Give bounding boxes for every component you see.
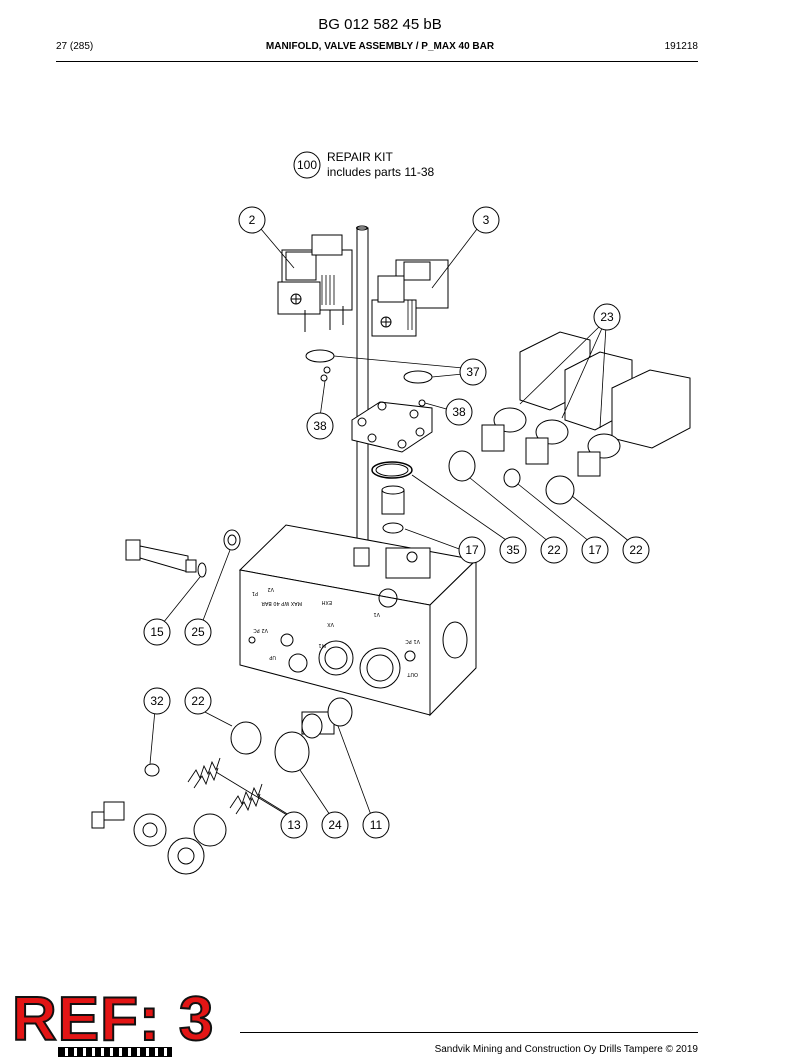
svg-text:11: 11 xyxy=(370,818,383,832)
callout: 38 xyxy=(306,412,334,440)
block-port-labels: P1 V2 MAX WP 40 BAR EXH V1 V2 PC V1 PC M… xyxy=(252,586,420,677)
springs-13-drawing xyxy=(187,757,263,815)
svg-text:17: 17 xyxy=(465,543,479,557)
repair-kit-title: REPAIR KIT xyxy=(327,150,393,164)
callout: 37 xyxy=(459,358,487,386)
footer-copyright: Sandvik Mining and Construction Oy Drill… xyxy=(434,1044,698,1055)
svg-text:V1: V1 xyxy=(373,611,380,617)
page-title: MANIFOLD, VALVE ASSEMBLY / P_MAX 40 BAR xyxy=(265,41,495,52)
o-ring-37-right xyxy=(403,370,433,384)
callout: 2 xyxy=(238,206,266,234)
callout: 24 xyxy=(321,811,349,839)
svg-text:17: 17 xyxy=(588,543,602,557)
svg-text:22: 22 xyxy=(547,543,561,557)
callout: 35 xyxy=(499,536,527,564)
svg-text:15: 15 xyxy=(150,625,164,639)
footer-rule xyxy=(240,1032,698,1033)
callout: 17 xyxy=(458,536,486,564)
callout: 32 xyxy=(143,687,171,715)
callout: 38 xyxy=(445,398,473,426)
solenoid-2-drawing xyxy=(277,234,353,332)
svg-text:38: 38 xyxy=(313,419,327,433)
pin-15-drawing xyxy=(125,539,197,573)
svg-text:25: 25 xyxy=(191,625,205,639)
plug-11-drawing xyxy=(301,697,353,739)
callout: 22 xyxy=(622,536,650,564)
reference-stamp: REF: 3 xyxy=(11,984,215,1055)
svg-text:23: 23 xyxy=(600,310,614,324)
document-code: BG 012 582 45 bB xyxy=(318,16,442,33)
center-rod xyxy=(356,227,369,559)
adapter-plate-drawing xyxy=(351,401,433,453)
svg-text:22: 22 xyxy=(191,694,205,708)
svg-text:24: 24 xyxy=(328,818,342,832)
svg-text:EXH: EXH xyxy=(321,599,332,605)
svg-text:38: 38 xyxy=(452,405,466,419)
svg-text:V2 PC: V2 PC xyxy=(253,627,268,633)
callout: 17 xyxy=(581,536,609,564)
svg-text:P1: P1 xyxy=(252,590,258,596)
callout: 13 xyxy=(280,811,308,839)
repair-kit-includes: includes parts 11-38 xyxy=(327,165,435,179)
svg-text:13: 13 xyxy=(287,818,301,832)
callout-balloons: 2 3 23 37 38 38 17 35 22 17 22 15 25 32 … xyxy=(143,206,650,839)
footer-logo xyxy=(58,1047,172,1057)
svg-text:37: 37 xyxy=(466,365,480,379)
callout: 3 xyxy=(472,206,500,234)
callout: 23 xyxy=(593,303,621,331)
svg-text:35: 35 xyxy=(506,543,520,557)
document-date: 191218 xyxy=(664,41,698,52)
svg-text:VX: VX xyxy=(327,621,334,627)
svg-text:OUT: OUT xyxy=(406,671,418,677)
svg-text:M1: M1 xyxy=(319,642,327,648)
pressure-switch-drawing xyxy=(91,801,227,875)
leader-lines xyxy=(149,228,631,816)
solenoid-3-drawing xyxy=(371,259,449,337)
svg-text:22: 22 xyxy=(629,543,643,557)
svg-text:V2: V2 xyxy=(267,586,274,592)
callout: 22 xyxy=(184,687,212,715)
callout: 15 xyxy=(143,618,171,646)
page-number: 27 (285) xyxy=(56,41,94,52)
svg-text:MAX WP 40 BAR: MAX WP 40 BAR xyxy=(261,600,302,606)
cartridge-valves-23-drawing xyxy=(481,331,691,477)
svg-text:100: 100 xyxy=(297,158,317,172)
repair-kit-note: REPAIR KIT includes parts 11-38 xyxy=(327,150,434,180)
manifold-block-drawing xyxy=(238,524,478,717)
svg-text:3: 3 xyxy=(483,213,490,227)
svg-text:2: 2 xyxy=(249,213,256,227)
callout: 25 xyxy=(184,618,212,646)
repair-kit-callout: 100 xyxy=(293,151,321,179)
svg-text:V1 PC: V1 PC xyxy=(405,638,420,644)
svg-text:32: 32 xyxy=(150,694,164,708)
header-rule xyxy=(56,61,698,62)
callout: 11 xyxy=(362,811,390,839)
svg-text:UP: UP xyxy=(269,654,276,660)
o-ring-37-left xyxy=(305,349,335,363)
callout: 22 xyxy=(540,536,568,564)
